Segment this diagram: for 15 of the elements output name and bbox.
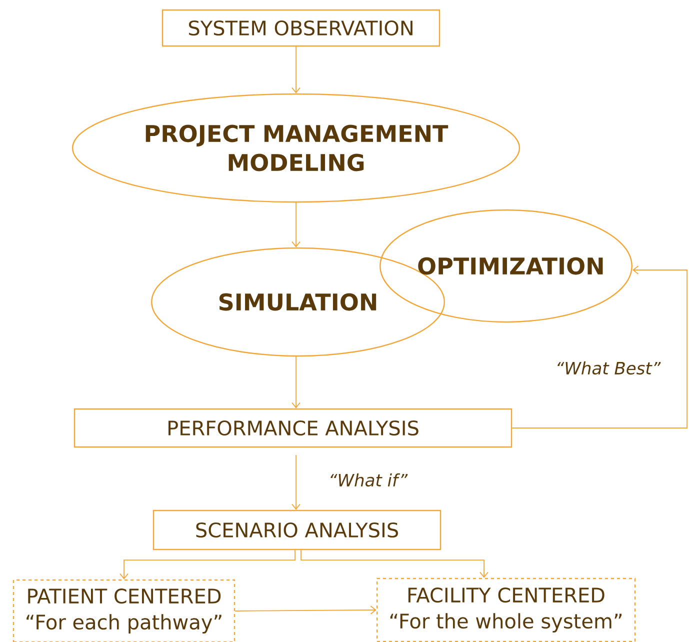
- process-box: SCENARIO ANALYSIS: [152, 510, 442, 550]
- edge-label: “What Best”: [554, 360, 662, 376]
- arrow: [300, 550, 488, 578]
- arrow: [292, 46, 300, 94]
- arrow: [292, 454, 300, 510]
- arrow: [292, 202, 300, 248]
- arrow: [234, 606, 376, 614]
- edge-label: “What if”: [327, 472, 409, 488]
- process-box: PERFORMANCE ANALYSIS: [74, 408, 512, 448]
- arrow: [292, 356, 300, 408]
- arrow: [120, 550, 296, 580]
- process-box: SYSTEM OBSERVATION: [162, 9, 440, 47]
- dashed-box: PATIENT CENTERED “For each pathway”: [12, 579, 236, 642]
- dashed-box: FACILITY CENTERED “For the whole system”: [376, 578, 636, 642]
- arrow: [512, 266, 688, 428]
